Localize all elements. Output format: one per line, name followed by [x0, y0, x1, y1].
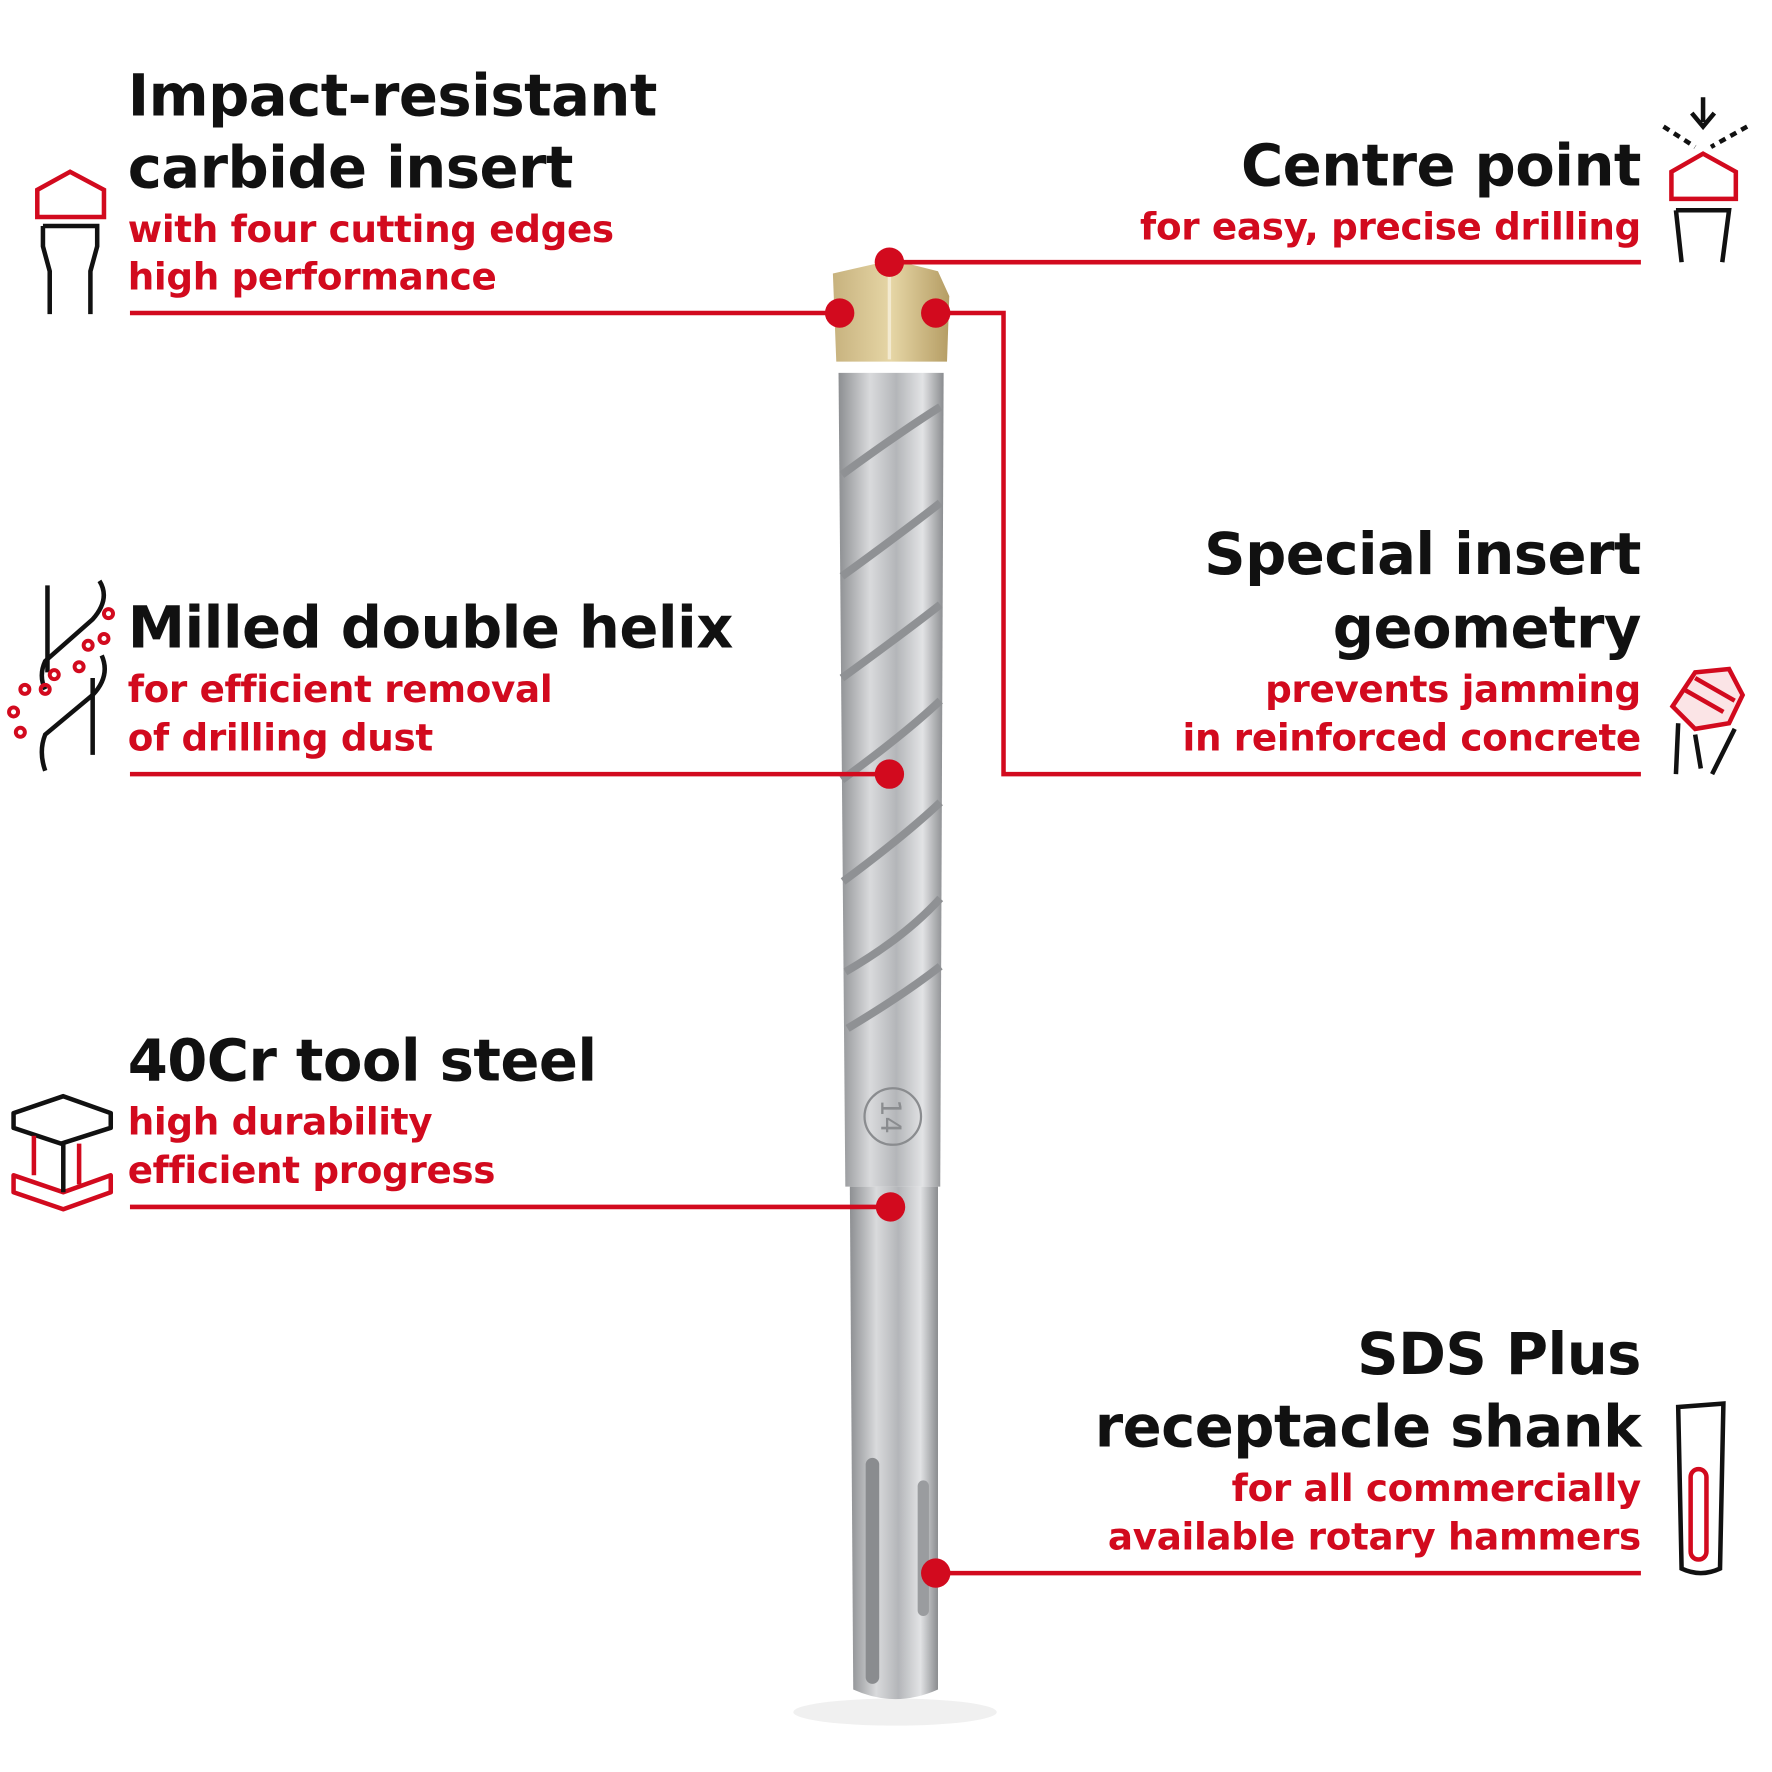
feature-subtitle: for efficient removal: [127, 666, 553, 711]
callout-dots: [824, 247, 951, 1588]
feature-title: Centre point: [1240, 133, 1642, 201]
helix-dust-icon: [7, 579, 115, 772]
feature-title: geometry: [1332, 595, 1642, 663]
feature-subtitle: of drilling dust: [127, 715, 433, 760]
feature-subtitle: prevents jamming: [1265, 666, 1641, 711]
feature-subtitle: with four cutting edges: [127, 206, 614, 251]
feature-title: carbide insert: [127, 135, 574, 203]
feature-title: Milled double helix: [127, 595, 734, 663]
feature-subtitle: for easy, precise drilling: [1140, 204, 1641, 249]
feature-subtitle: high performance: [127, 254, 497, 299]
centre-point-icon: [1662, 97, 1749, 263]
feature-subtitle: available rotary hammers: [1107, 1514, 1641, 1559]
feature-title: Impact-resistant: [127, 63, 658, 130]
drill-tip-icon: [35, 169, 107, 315]
rebar-insert-icon: [1669, 666, 1746, 776]
feature-subtitle: high durability: [127, 1099, 433, 1144]
feature-subtitle: in reinforced concrete: [1182, 715, 1642, 760]
feature-subtitle: efficient progress: [127, 1148, 496, 1193]
steel-beam-icon: [11, 1093, 114, 1212]
sds-shank-icon: [1675, 1401, 1726, 1576]
feature-subtitle: for all commercially: [1231, 1465, 1642, 1510]
feature-title: 40Cr tool steel: [127, 1028, 597, 1096]
drill-marking: 14: [874, 1099, 905, 1134]
feature-title: SDS Plus: [1357, 1322, 1641, 1389]
feature-title: receptacle shank: [1094, 1394, 1642, 1462]
drill-shank: [849, 1186, 938, 1700]
leader-lines: [129, 259, 1641, 1576]
feature-title: Special insert: [1204, 522, 1641, 589]
